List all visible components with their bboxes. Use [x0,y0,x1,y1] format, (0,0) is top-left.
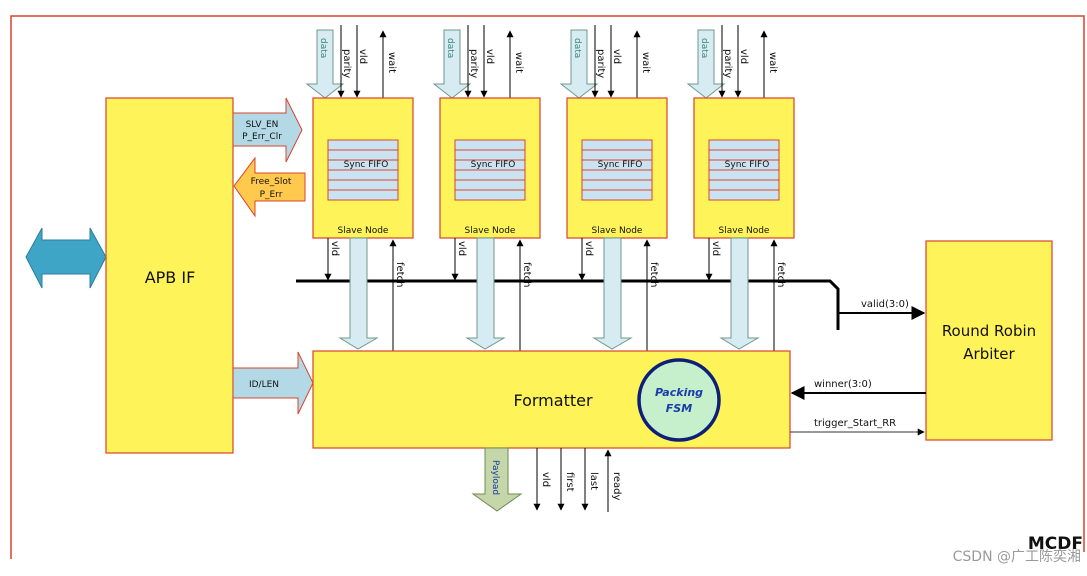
apb-if-block [105,97,234,454]
data-out-arrow [719,237,760,350]
sync-fifo-label: Sync FIFO [598,160,643,170]
data-label: data [572,38,582,58]
p-err-clr-label: P_Err_Clr [242,132,282,142]
fetch-label: fetch [648,262,659,287]
arbiter-label-1: Round Robin [942,322,1036,340]
sync-fifo-label: Sync FIFO [471,160,516,170]
wait-label: wait [767,52,778,73]
data-in-arrow [305,29,345,99]
id-len-label: ID/LEN [249,380,279,390]
wait-label: wait [640,52,651,73]
mcdf-frame [10,15,1085,559]
slave-node-label: Slave Node [719,226,770,236]
parity-label: parity [595,49,606,78]
parity-label: parity [468,49,479,78]
vld-label: vld [738,49,749,64]
fmt-first-label: first [564,472,575,492]
data-in-arrow [559,29,599,99]
fetch-label: fetch [521,262,532,287]
parity-label: parity [722,49,733,78]
vld-label: vld [611,49,622,64]
fmt-last-label: last [588,472,599,490]
vld-out-label: vld [456,241,467,256]
id-len-arrow [232,351,314,415]
packing-fsm-label-2: FSM [666,402,692,415]
trigger-label: trigger_Start_RR [814,418,896,429]
apb-if-label: APB IF [145,268,196,287]
vld-label: vld [484,49,495,64]
data-out-arrow [338,237,379,350]
data-out-arrow [465,237,506,350]
winner-label: winner(3:0) [814,379,872,390]
slave-node-label: Slave Node [592,226,643,236]
slave-node-label: Slave Node [338,226,389,236]
arbiter-label-2: Arbiter [963,345,1015,363]
parity-label: parity [341,49,352,78]
free-slot-label: Free_Slot [251,177,292,187]
valid-label: valid(3:0) [861,299,909,310]
fmt-vld-label: vld [540,472,551,487]
vld-bus [296,279,840,330]
data-out-arrow [592,237,633,350]
packing-fsm [637,358,721,442]
data-in-arrow [686,29,726,99]
data-label: data [445,38,455,58]
vld-out-label: vld [710,241,721,256]
payload-arrow [471,447,523,512]
free-slot-arrow [233,156,306,218]
fetch-label: fetch [394,262,405,287]
sync-fifo-label: Sync FIFO [725,160,770,170]
vld-out-label: vld [583,241,594,256]
mcdf-label: MCDF [1027,534,1083,554]
data-label: data [318,38,328,58]
data-in-arrow [432,29,472,99]
formatter-label: Formatter [513,391,593,410]
slv-en-arrow [232,97,303,163]
vld-out-label: vld [329,241,340,256]
slave-node-label: Slave Node [465,226,516,236]
vld-label: vld [357,49,368,64]
slv-en-label: SLV_EN [246,120,279,130]
watermark: CSDN @广工陈奕湘 [952,549,1081,565]
wait-label: wait [513,52,524,73]
data-label: data [699,38,709,58]
sync-fifo-label: Sync FIFO [344,160,389,170]
apb-bus-arrow [25,227,107,289]
fmt-ready-label: ready [611,472,622,501]
packing-fsm-label-1: Packing [655,386,703,399]
payload-label: Payload [490,460,500,495]
fetch-label: fetch [775,262,786,287]
p-err-label: P_Err [260,190,283,200]
round-robin-arbiter-block [925,240,1053,441]
wait-label: wait [386,52,397,73]
